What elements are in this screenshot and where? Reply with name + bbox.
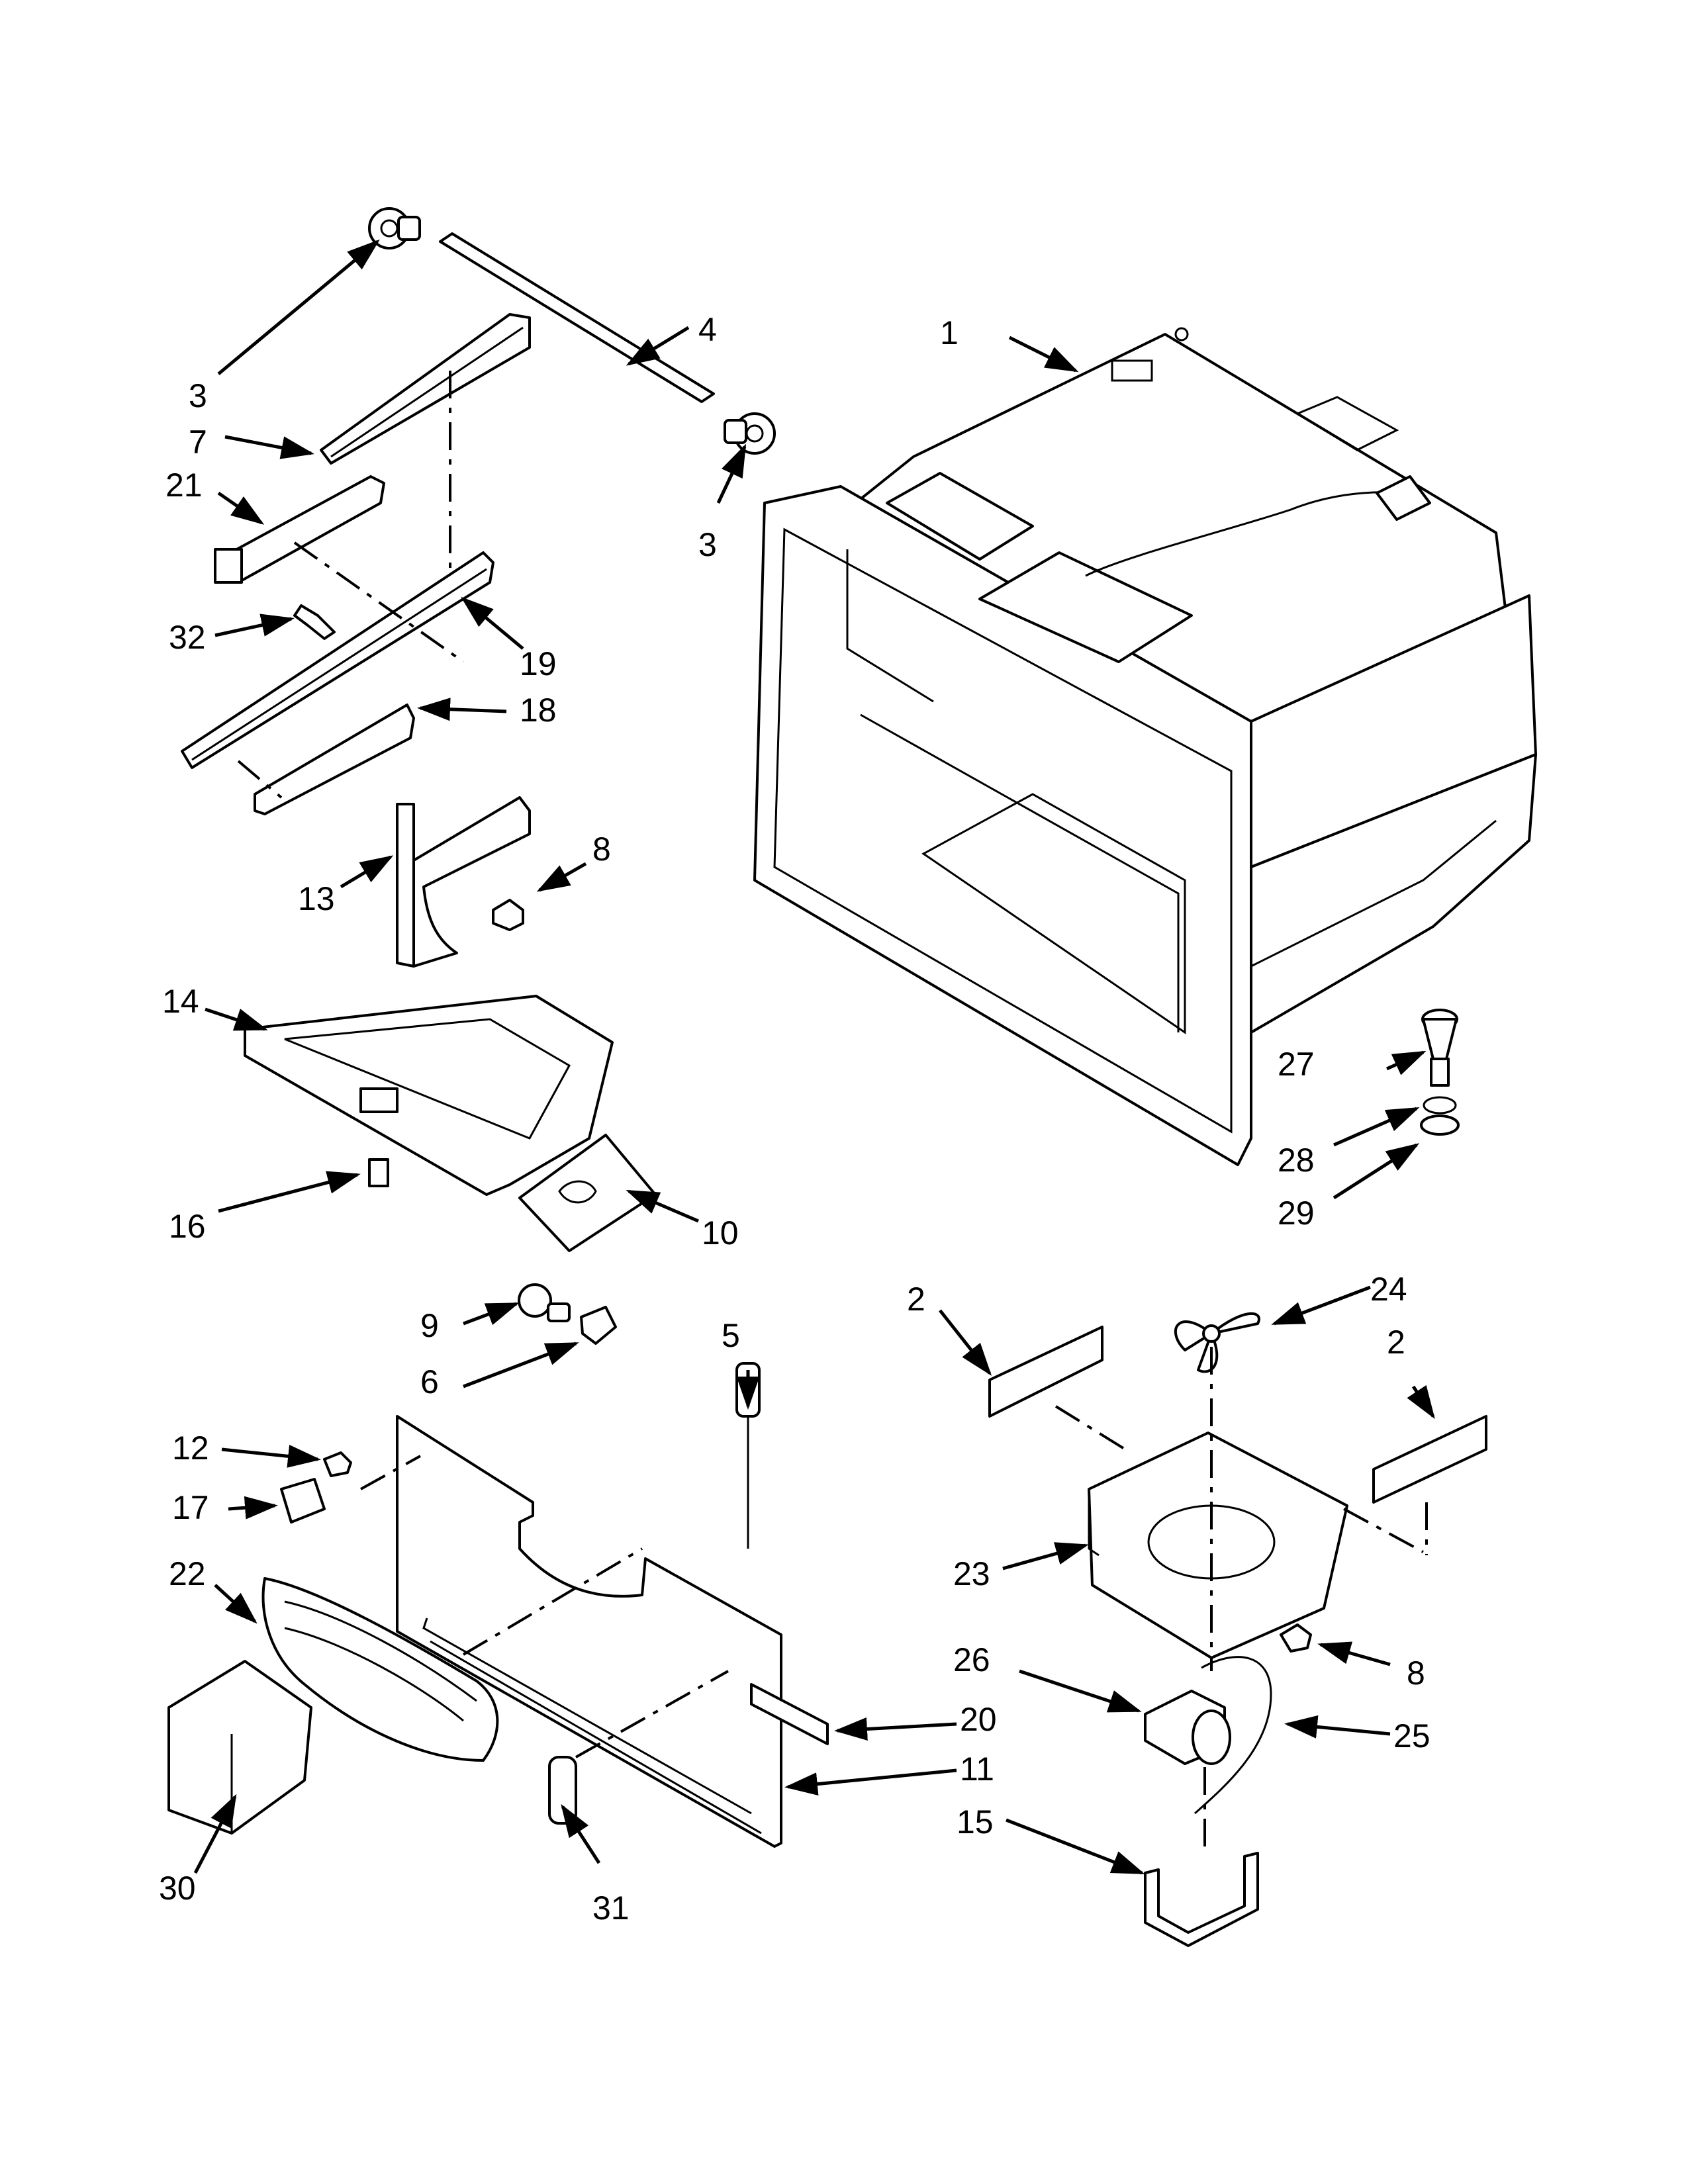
- callout-26: 26: [953, 1641, 990, 1678]
- callout-7: 7: [189, 424, 207, 461]
- part-11-rear-panel: [396, 1415, 782, 1848]
- callout-24: 24: [1370, 1271, 1407, 1308]
- callout-9: 9: [420, 1307, 439, 1344]
- callout-3: 3: [698, 526, 717, 563]
- part-21-rail-bracket: [214, 475, 385, 584]
- callout-2: 2: [1387, 1324, 1405, 1361]
- part-19-slide-rail: [181, 551, 494, 769]
- part-22-grille: [261, 1577, 499, 1762]
- part-30-cover: [167, 1660, 312, 1835]
- callout-11: 11: [960, 1751, 994, 1788]
- callout-29: 29: [1278, 1195, 1315, 1232]
- callout-5: 5: [722, 1317, 740, 1354]
- callout-30: 30: [159, 1870, 196, 1907]
- part-17-bracket: [280, 1478, 326, 1524]
- callout-28: 28: [1278, 1142, 1315, 1179]
- callout-14: 14: [162, 983, 199, 1020]
- callout-6: 6: [420, 1363, 439, 1400]
- callout-8: 8: [592, 831, 611, 868]
- callout-12: 12: [172, 1430, 209, 1467]
- callout-4: 4: [698, 311, 717, 348]
- callout-17: 17: [172, 1489, 209, 1526]
- callout-10: 10: [702, 1214, 739, 1251]
- callout-25: 25: [1393, 1717, 1430, 1754]
- callout-15: 15: [957, 1803, 994, 1841]
- part-2-pad-right: [1372, 1415, 1487, 1504]
- callout-8: 8: [1407, 1655, 1425, 1692]
- leader-arrows: [193, 239, 1435, 1875]
- part-31-bulb-cover: [548, 1756, 577, 1825]
- part-14-duct-housing: [244, 995, 614, 1196]
- callout-27: 27: [1278, 1046, 1315, 1083]
- assembly-lines: [237, 371, 1428, 1853]
- part-18-rail-guide: [254, 704, 415, 815]
- part-3-gear-left: [368, 207, 421, 250]
- part-32-screw: [293, 604, 336, 640]
- callout-22: 22: [169, 1555, 206, 1592]
- part-27-damper-knob: [1421, 1009, 1458, 1087]
- callout-1: 1: [940, 314, 959, 351]
- callout-numbers: 1 2 2 3 3 4 5 6 7 8 8 9 10 11 12 13 14 1…: [159, 311, 1430, 1927]
- part-8-screw-lower: [1280, 1623, 1312, 1653]
- part-28-o-ring: [1423, 1096, 1457, 1115]
- callout-23: 23: [953, 1555, 990, 1592]
- callout-2: 2: [907, 1281, 925, 1318]
- part-25-wire-harness: [1194, 1656, 1272, 1815]
- callout-18: 18: [520, 692, 557, 729]
- part-20-seal: [750, 1683, 829, 1745]
- part-9-bulb: [518, 1283, 571, 1322]
- callout-16: 16: [169, 1208, 206, 1245]
- part-12-screw: [323, 1451, 352, 1477]
- part-1-freezer-liner: [753, 327, 1537, 1166]
- part-29-grommet: [1420, 1115, 1460, 1136]
- part-6-socket: [580, 1306, 617, 1345]
- part-26-fan-motor: [1144, 1690, 1231, 1765]
- part-15-motor-bracket: [1144, 1852, 1259, 1947]
- part-13-side-bracket: [396, 796, 531, 968]
- callout-31: 31: [592, 1889, 630, 1927]
- part-8-screw-upper: [492, 899, 524, 931]
- part-23-fan-housing: [1088, 1432, 1348, 1659]
- part-7-rail-cover: [320, 313, 531, 465]
- part-16-clip: [368, 1158, 389, 1187]
- callout-19: 19: [520, 645, 557, 682]
- callout-32: 32: [169, 619, 206, 656]
- callout-13: 13: [298, 880, 335, 917]
- callout-20: 20: [960, 1701, 997, 1738]
- part-24-fan-blade: [1174, 1312, 1260, 1373]
- part-3-gear-right: [724, 412, 776, 455]
- part-2-pad-left: [988, 1326, 1103, 1418]
- callout-3: 3: [189, 377, 207, 414]
- callout-21: 21: [165, 467, 203, 504]
